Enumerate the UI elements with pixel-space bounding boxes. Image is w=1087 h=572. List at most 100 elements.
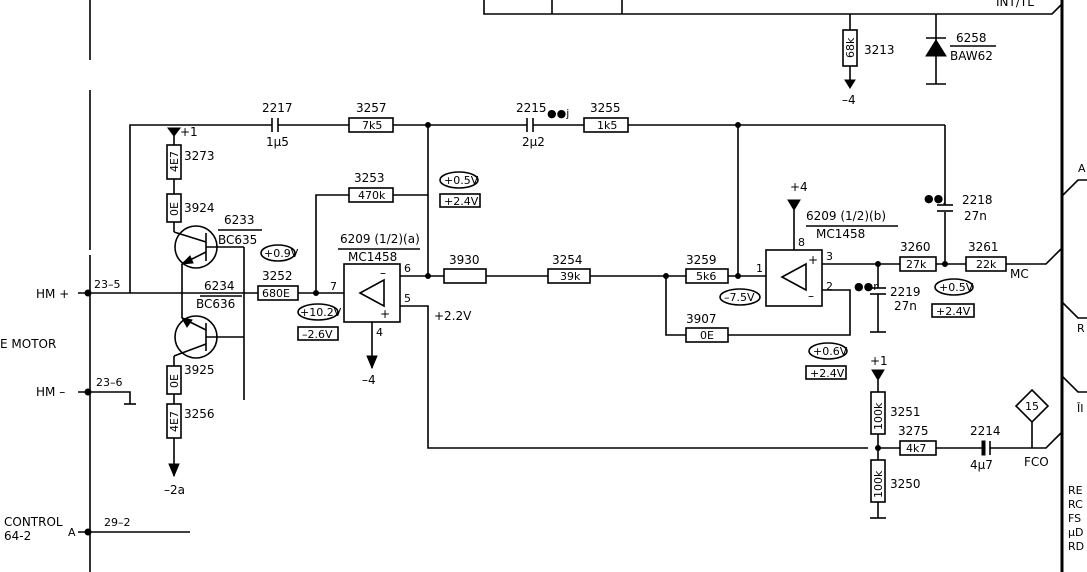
cap-2215-ref: 2215 xyxy=(516,101,547,115)
opamp-a-ref: 6209 (1/2)(a) xyxy=(340,232,420,246)
resistor-3253-ref: 3253 xyxy=(354,171,385,185)
resistor-3907-value: 0E xyxy=(700,329,714,342)
right-label-ii: ĪI xyxy=(1077,402,1084,415)
resistor-3275-value: 4k7 xyxy=(906,442,926,455)
opamp-b xyxy=(765,249,823,307)
cap-2217-value: 1µ5 xyxy=(266,135,289,149)
rail-plus1-b: +1 xyxy=(870,354,888,368)
voltage-vm26-box xyxy=(297,326,339,341)
resistor-3930 xyxy=(443,268,487,284)
voltage-v24b: +2.4V xyxy=(936,305,971,318)
diode-6258-ref: 6258 xyxy=(956,31,987,45)
voltage-v05a-badge xyxy=(439,171,479,189)
resistor-3257-value: 7k5 xyxy=(362,119,382,132)
opamp-b-pin-inminus: 2 xyxy=(826,280,833,293)
resistor-3254-ref: 3254 xyxy=(552,253,583,267)
resistor-3259-ref: 3259 xyxy=(686,253,717,267)
resistor-3260-ref: 3260 xyxy=(900,240,931,254)
transistor-6233-type: BC635 xyxy=(218,233,257,247)
cap-2219-value: 27n xyxy=(894,299,917,313)
right-block-0: RE xyxy=(1068,484,1083,497)
control-ref: 64-2 xyxy=(4,529,31,543)
voltage-v24a: +2.4V xyxy=(444,195,479,208)
resistor-3250-value: 100k xyxy=(872,470,885,498)
opamp-a-pin-supply: 4 xyxy=(376,326,383,339)
voltage-v06-badge xyxy=(808,342,848,360)
svg-text:+: + xyxy=(380,307,390,321)
resistor-3252-value: 680E xyxy=(262,287,290,300)
cap-2214 xyxy=(981,440,986,456)
transistor-6234-type: BC636 xyxy=(196,297,235,311)
cap-2218-value: 27n xyxy=(964,209,987,223)
resistor-3907-ref: 3907 xyxy=(686,312,717,326)
voltage-vm75: –7.5V xyxy=(724,291,755,304)
resistor-3255-ref: 3255 xyxy=(590,101,621,115)
voltage-v24c-box xyxy=(805,365,847,380)
resistor-3213-value: 68k xyxy=(844,37,857,58)
resistor-3924-ref: 3924 xyxy=(184,201,215,215)
fco-tag: 15 xyxy=(1025,400,1039,413)
resistor-3924-value: 0E xyxy=(168,202,181,216)
resistor-3259-value: 5k6 xyxy=(696,270,716,283)
resistor-3257-ref: 3257 xyxy=(356,101,387,115)
right-block-1: RC xyxy=(1068,498,1083,511)
opamp-b-pin-out: 1 xyxy=(756,262,763,275)
hm-minus-label: HM – xyxy=(36,385,65,399)
voltage-v102-badge xyxy=(297,303,339,321)
voltage-v24c: +2.4V xyxy=(810,367,845,380)
right-block-2: FS xyxy=(1068,512,1081,525)
resistor-3251-value: 100k xyxy=(872,402,885,430)
voltage-v09: +0.9V xyxy=(264,247,299,260)
voltage-vm26: –2.6V xyxy=(302,328,333,341)
voltage-22: +2.2V xyxy=(434,309,472,323)
voltage-v24b-box xyxy=(931,303,975,318)
voltage-vm75-badge xyxy=(719,288,761,306)
cap-2218-ref: 2218 xyxy=(962,193,993,207)
transistor-6234-ref: 6234 xyxy=(204,279,235,293)
top-bus xyxy=(483,0,1063,15)
diode-6258 xyxy=(925,39,947,57)
right-block-3: µD xyxy=(1068,526,1083,539)
right-block-4: RD xyxy=(1068,540,1084,553)
rail-plus1-a: +1 xyxy=(180,125,198,139)
voltage-v102: +10.2V xyxy=(300,306,342,319)
voltage-v24a-box xyxy=(439,193,481,208)
conn-23-6: 23–6 xyxy=(96,376,123,389)
transistor-6233-ref: 6233 xyxy=(224,213,255,227)
resistor-3930-ref: 3930 xyxy=(449,253,480,267)
opamp-b-type: MC1458 xyxy=(816,227,865,241)
resistor-3213-ref: 3213 xyxy=(864,43,895,57)
resistor-3251-ref: 3251 xyxy=(890,405,921,419)
right-label-a: A xyxy=(1078,162,1086,175)
resistor-3273-value: 4E7 xyxy=(168,151,181,172)
resistor-3925-value: 0E xyxy=(168,374,181,388)
svg-text:–: – xyxy=(808,289,814,303)
opamp-a xyxy=(343,263,401,323)
resistor-3260-value: 27k xyxy=(906,258,927,271)
resistor-3253-value: 470k xyxy=(358,189,386,202)
right-label-r: R xyxy=(1077,322,1085,335)
cap-2215-value: 2µ2 xyxy=(522,135,545,149)
cap-2219-ref: 2219 xyxy=(890,285,921,299)
conn-23-5: 23–5 xyxy=(94,278,121,291)
voltage-v05b: +0.5V xyxy=(939,281,974,294)
resistor-3252-ref: 3252 xyxy=(262,269,293,283)
opamp-a-pin-inminus: 7 xyxy=(330,280,337,293)
voltage-v06: +0.6V xyxy=(813,345,848,358)
mc-label: MC xyxy=(1010,267,1029,281)
opamp-b-pin-supply: 8 xyxy=(798,236,805,249)
resistor-3256-value: 4E7 xyxy=(168,411,181,432)
fco-label: FCO xyxy=(1024,455,1049,469)
opamp-a-pin-inplus: 5 xyxy=(404,292,411,305)
rail-minus4-b: –4 xyxy=(362,373,376,387)
cap-2215-mark: ●●j xyxy=(547,107,569,120)
hm-plus-label: HM + xyxy=(36,287,69,301)
control-label: CONTROL xyxy=(4,515,63,529)
resistor-3273-ref: 3273 xyxy=(184,149,215,163)
voltage-v05a: +0.5V xyxy=(444,174,479,187)
cap-2217-ref: 2217 xyxy=(262,101,293,115)
motor-label: E MOTOR xyxy=(0,337,56,351)
resistor-3254-value: 39k xyxy=(560,270,581,283)
resistor-3925-ref: 3925 xyxy=(184,363,215,377)
